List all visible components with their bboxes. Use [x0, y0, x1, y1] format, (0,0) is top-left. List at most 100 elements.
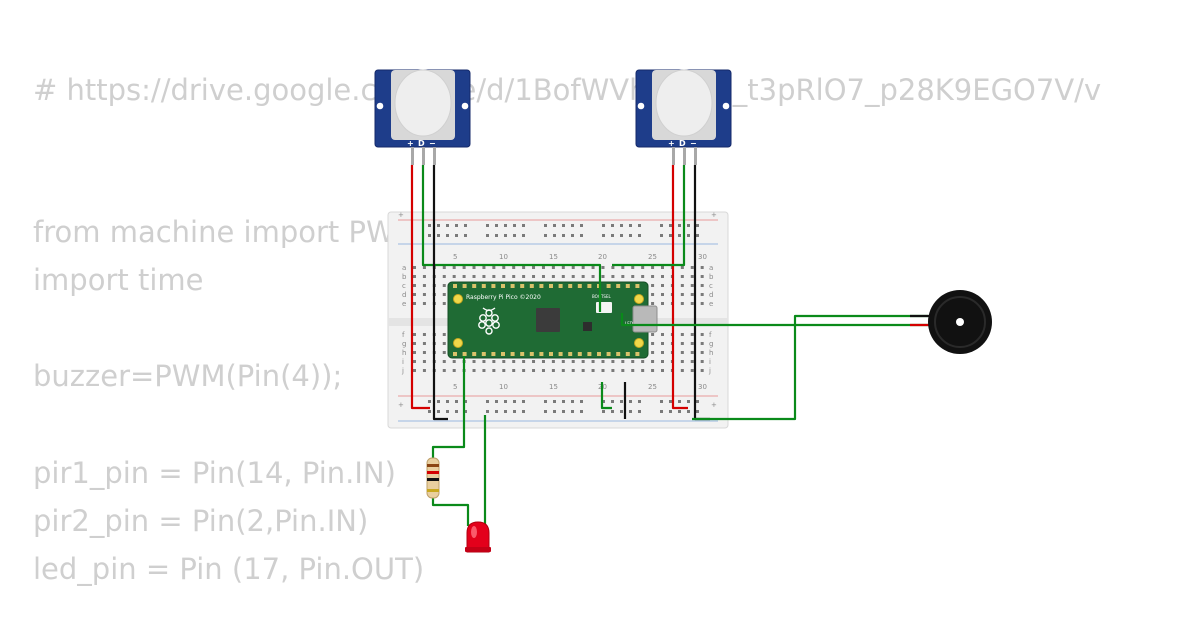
- rail-hole: [513, 410, 516, 413]
- breadboard-hole: [522, 369, 526, 372]
- pico-pin-pad: [568, 352, 573, 356]
- breadboard-hole: [680, 284, 684, 287]
- breadboard-hole: [422, 266, 426, 269]
- rail-hole: [486, 224, 489, 227]
- breadboard-hole: [641, 275, 645, 278]
- breadboard-hole: [700, 351, 704, 354]
- breadboard-hole: [621, 369, 625, 372]
- rail-hole: [455, 400, 458, 403]
- rail-hole: [611, 224, 614, 227]
- breadboard-hole: [492, 360, 496, 363]
- pico-pin-pad: [462, 284, 467, 288]
- code-line-pir2: pir2_pin = Pin(2,Pin.IN): [33, 504, 369, 538]
- breadboard-hole: [591, 360, 595, 363]
- rail-hole: [611, 400, 614, 403]
- breadboard-hole: [422, 369, 426, 372]
- wire-pir1-gnd[interactable]: [432, 165, 448, 421]
- breadboard-hole: [472, 266, 476, 269]
- row-label-left: h: [402, 349, 406, 357]
- breadboard-hole: [413, 284, 416, 287]
- piezo-buzzer[interactable]: [928, 290, 992, 354]
- pico-pin-pad: [501, 352, 505, 356]
- rail-hole: [486, 400, 489, 403]
- rail-hole: [602, 400, 605, 403]
- rail-hole: [571, 410, 574, 413]
- breadboard-hole: [581, 360, 585, 363]
- breadboard-hole: [551, 275, 555, 278]
- breadboard-hole: [413, 266, 416, 269]
- bootsel-button[interactable]: [596, 302, 612, 313]
- rail-hole: [620, 224, 623, 227]
- rail-hole: [638, 224, 641, 227]
- rail-hole: [602, 410, 605, 413]
- breadboard-hole: [413, 333, 416, 336]
- rail-hole: [464, 224, 467, 227]
- rail-hole: [446, 224, 449, 227]
- red-led[interactable]: [465, 521, 491, 553]
- led-label: LED: [625, 321, 633, 326]
- pico-pin-pad: [510, 284, 515, 288]
- row-label-right: j: [708, 367, 711, 375]
- rail-hole: [678, 410, 681, 413]
- pico-pin-pad: [491, 352, 496, 356]
- rail-hole: [687, 400, 690, 403]
- resistor-band-2: [427, 471, 439, 474]
- breadboard-hole: [551, 266, 555, 269]
- rail-hole: [620, 410, 623, 413]
- buzzer-ring: [934, 296, 986, 348]
- rail-hole: [638, 410, 641, 413]
- wire-buzzer-gnd-green[interactable]: [692, 314, 928, 421]
- breadboard-hole: [532, 275, 536, 278]
- rail-hole: [437, 400, 440, 403]
- rail-hole: [455, 234, 458, 237]
- raspberry-pi-pico[interactable]: Raspberry Pi Pico ©2020 BOOTSEL LED: [447, 281, 658, 359]
- rail-hole: [464, 400, 467, 403]
- breadboard-hole: [512, 266, 516, 269]
- wire-pico-3v3[interactable]: [600, 382, 612, 410]
- rail-hole: [446, 400, 449, 403]
- rail-plus-label-bottom-right: +: [711, 401, 717, 409]
- breadboard-hole: [700, 275, 704, 278]
- pir-sensor-2[interactable]: + D −: [635, 69, 732, 165]
- breadboard-hole: [571, 369, 575, 372]
- column-label-25-top: 25: [648, 253, 657, 261]
- breadboard-hole: [413, 369, 416, 372]
- wire-buzzer-signal[interactable]: [620, 313, 930, 327]
- breadboard-hole: [690, 302, 694, 305]
- pico-pin-pad: [453, 284, 457, 288]
- rail-hole: [580, 224, 583, 227]
- wire-pir1-vcc[interactable]: [410, 165, 430, 410]
- breadboard-hole: [422, 284, 426, 287]
- wire-pir2-vcc[interactable]: [671, 165, 688, 410]
- wires: [410, 165, 930, 530]
- breadboard-hole: [442, 266, 446, 269]
- code-line-url-comment: # https://drive.google.com/file/d/1BofWV…: [33, 73, 1102, 107]
- wire-resistor-led[interactable]: [431, 496, 470, 526]
- column-label-30-bottom: 30: [698, 383, 707, 391]
- wire-pir2-signal[interactable]: [612, 165, 686, 267]
- row-label-right: g: [709, 340, 713, 348]
- breadboard-hole: [532, 369, 536, 372]
- breadboard-hole: [611, 266, 615, 269]
- breadboard-hole: [680, 351, 684, 354]
- pico-pin-pad: [520, 352, 525, 356]
- wire-led-signal[interactable]: [431, 356, 466, 460]
- breadboard-hole: [690, 333, 694, 336]
- pico-pin-pad: [539, 284, 544, 288]
- rail-hole: [629, 224, 632, 227]
- rail-hole: [669, 400, 672, 403]
- breadboard-hole: [601, 275, 605, 278]
- pir-sensor-1[interactable]: + D −: [374, 69, 471, 165]
- resistor[interactable]: [426, 457, 440, 499]
- wire-pir1-signal[interactable]: [421, 165, 602, 312]
- breadboard-hole: [651, 369, 655, 372]
- breadboard-hole: [422, 342, 426, 345]
- code-line-led: led_pin = Pin (17, Pin.OUT): [33, 552, 425, 586]
- breadboard-hole: [661, 266, 664, 269]
- row-label-left: b: [402, 273, 407, 281]
- column-label-5-bottom: 5: [453, 383, 457, 391]
- pico-label: Raspberry Pi Pico ©2020: [466, 294, 541, 301]
- rail-hole: [455, 410, 458, 413]
- pir-pin-data: [683, 147, 686, 165]
- rail-hole: [580, 234, 583, 237]
